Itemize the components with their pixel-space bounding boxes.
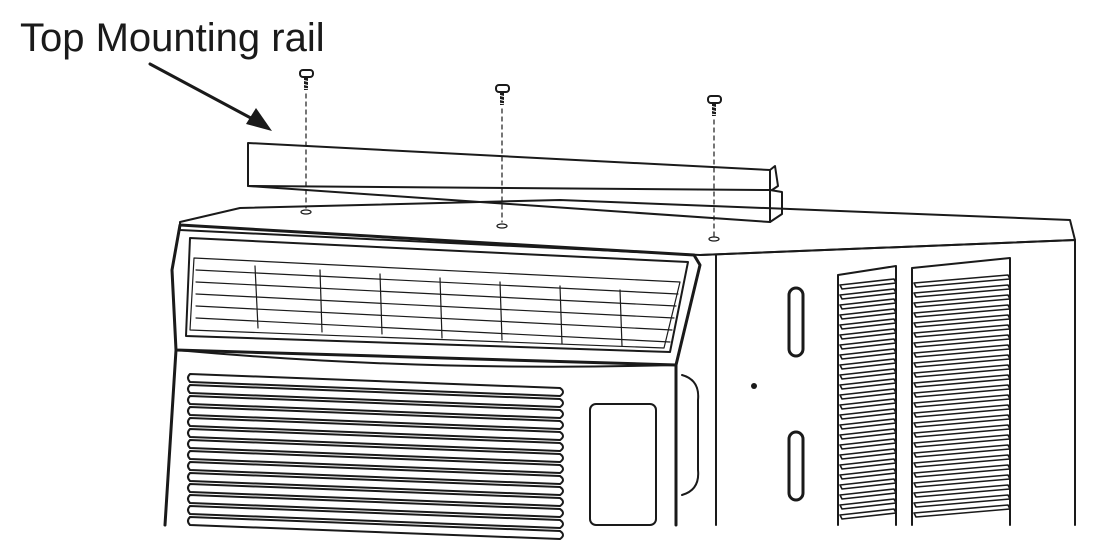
side-louvre-slat [839, 448, 897, 460]
grille-slot [187, 417, 564, 441]
screw-middle [495, 84, 510, 223]
side-louvre-slat [913, 504, 1011, 518]
side-louvre-slat [913, 404, 1011, 418]
side-louvre-slat [913, 364, 1011, 378]
grille-slot [187, 483, 564, 507]
grille-slot [187, 384, 564, 408]
side-louvre-slat [913, 484, 1011, 498]
side-louvre-slat [839, 328, 897, 340]
grille-slot [187, 406, 564, 430]
side-louvre-slat [913, 384, 1011, 398]
side-louvre-slat [839, 488, 897, 500]
side-louvre-slat [913, 394, 1011, 408]
side-louvre-slat [913, 354, 1011, 368]
side-louvre-slat [839, 458, 897, 470]
grille-slot [187, 516, 564, 540]
unit-top [179, 199, 1076, 256]
grille-slot [187, 395, 564, 419]
grille-slot [187, 450, 564, 474]
top-mounting-rail [247, 142, 783, 223]
side-louvre-slat [913, 464, 1011, 478]
side-louvre-slat [839, 318, 897, 330]
side-louvre-slat [839, 508, 897, 520]
side-louvre-slat [913, 444, 1011, 458]
side-louvre-slat [913, 294, 1011, 308]
side-louvre-slat [913, 474, 1011, 488]
side-louvre-slat [913, 454, 1011, 468]
side-louvre-slat [839, 368, 897, 380]
side-louvre-slat [839, 428, 897, 440]
front-intake-grille [187, 373, 564, 540]
side-louvre-slat [839, 388, 897, 400]
grille-slot [187, 461, 564, 485]
side-louvre-slat [839, 358, 897, 370]
grille-slot [187, 428, 564, 452]
side-louvre-slat [839, 298, 897, 310]
side-louvre-slat [913, 424, 1011, 438]
grille-slot [187, 494, 564, 518]
side-louvre-slat [913, 494, 1011, 508]
side-louvre-slat [913, 304, 1011, 318]
side-louvre-slat [839, 408, 897, 420]
side-louvre-slat [839, 478, 897, 490]
callout-arrow [148, 62, 272, 131]
grille-slot [187, 505, 564, 529]
side-louvres-right [913, 274, 1011, 518]
side-louvre-slat [913, 284, 1011, 298]
side-louvre-slat [913, 314, 1011, 328]
side-louvre-slat [839, 308, 897, 320]
side-louvre-slat [839, 468, 897, 480]
grille-slot [187, 472, 564, 496]
callout-label: Top Mounting rail [20, 16, 325, 60]
grille-slot [187, 373, 564, 397]
grille-slot [187, 439, 564, 463]
side-louvre-slat [839, 438, 897, 450]
front-panel [163, 223, 702, 540]
screw-left [299, 69, 314, 209]
side-louvre-slat [913, 374, 1011, 388]
side-louvres-left [839, 278, 897, 520]
side-louvre-slat [839, 378, 897, 390]
side-louvre-slat [839, 288, 897, 300]
side-louvre-slat [839, 498, 897, 510]
side-louvre-slat [913, 334, 1011, 348]
side-louvre-slat [839, 398, 897, 410]
side-louvre-slat [839, 348, 897, 360]
side-louvre-slat [839, 278, 897, 290]
side-louvre-slat [913, 414, 1011, 428]
side-louvre-slat [913, 434, 1011, 448]
side-louvre-slat [839, 338, 897, 350]
side-panel [699, 239, 1076, 526]
side-louvre-slat [839, 418, 897, 430]
side-louvre-slat [913, 344, 1011, 358]
side-louvre-slat [913, 324, 1011, 338]
side-louvre-slat [913, 274, 1011, 288]
